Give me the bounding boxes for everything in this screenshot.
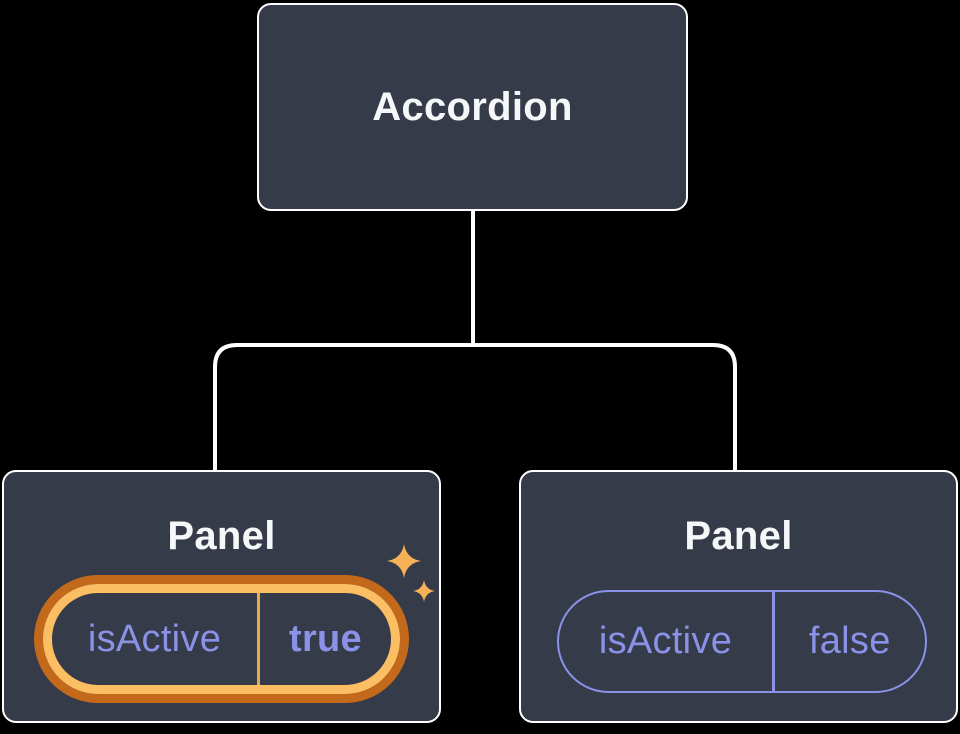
connector-branch — [213, 343, 737, 470]
panel-node-active: Panel isActive true — [2, 470, 441, 723]
panel-node-inactive: Panel isActive false — [519, 470, 958, 723]
accordion-node-label: Accordion — [372, 84, 573, 129]
state-pill-divider — [772, 592, 775, 691]
state-key: isActive — [598, 620, 733, 662]
state-value: true — [289, 617, 362, 660]
state-pill-divider — [257, 593, 260, 685]
panel-title: Panel — [167, 514, 276, 558]
state-key: isActive — [87, 617, 222, 660]
state-pill-inactive: isActive false — [557, 590, 927, 693]
panel-title: Panel — [684, 514, 793, 558]
state-pill-active-ring: isActive true — [43, 584, 400, 694]
state-value: false — [808, 620, 891, 662]
accordion-node: Accordion — [257, 3, 688, 211]
state-pill-active: isActive true — [34, 575, 409, 703]
